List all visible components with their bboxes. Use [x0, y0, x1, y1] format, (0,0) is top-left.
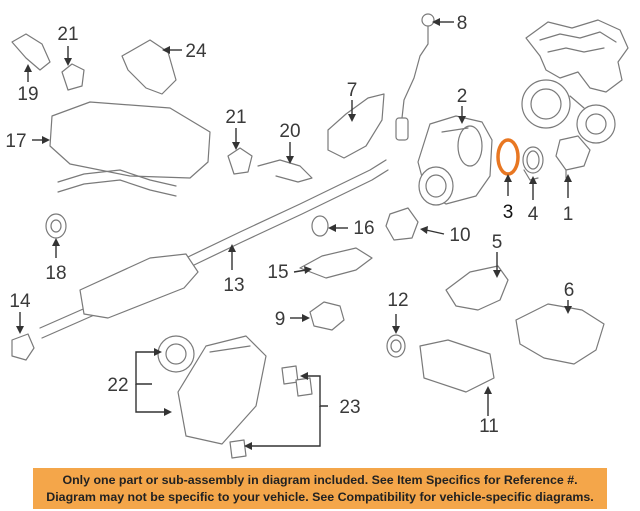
muffler-hanger-drawing: [257, 159, 313, 183]
callout-11: 11: [479, 416, 499, 437]
disclaimer-line-1: Only one part or sub-assembly in diagram…: [62, 473, 578, 487]
callout-8: 8: [457, 13, 468, 34]
insulator-mid-drawing: [227, 147, 253, 175]
pipe-section-drawing: [419, 339, 495, 393]
callout-22: 22: [107, 375, 128, 396]
leader-lines: [16, 18, 572, 450]
callout-4: 4: [528, 204, 539, 225]
insulator-top-drawing: [61, 63, 85, 91]
disclaimer-banner: Only one part or sub-assembly in diagram…: [33, 468, 607, 509]
converter-housing-drawing: [417, 115, 493, 206]
callout-17: 17: [5, 131, 26, 152]
mounting-bracket-drawing: [327, 93, 385, 159]
hanger-bracket-drawing: [11, 33, 51, 71]
flange-gasket-drawing: [385, 207, 419, 241]
callout-7: 7: [347, 80, 358, 101]
pipe-bracket-drawing: [299, 247, 373, 279]
tailpipe-drawing: [121, 39, 177, 95]
rubber-hanger-drawing: [45, 213, 67, 239]
callout-24: 24: [185, 41, 207, 62]
callout-6: 6: [564, 280, 575, 301]
callout-21-mid: 21: [225, 107, 246, 128]
callout-15: 15: [267, 262, 288, 283]
callout-3: 3: [503, 202, 514, 223]
callout-20: 20: [279, 121, 300, 142]
turbocharger-drawing: [521, 19, 629, 179]
oxygen-sensor-drawing: [395, 13, 435, 141]
callout-16: 16: [353, 218, 374, 239]
rubber-mount-drawing: [386, 334, 406, 358]
callout-14: 14: [9, 291, 31, 312]
intermediate-pipe-drawing: [39, 159, 389, 339]
callout-2: 2: [457, 86, 468, 107]
callout-5: 5: [492, 232, 503, 253]
pipe-gasket-drawing: [11, 333, 35, 361]
callout-19: 19: [17, 84, 38, 105]
callout-12: 12: [387, 290, 408, 311]
disclaimer-line-2: Diagram may not be specific to your vehi…: [46, 490, 594, 504]
heat-shield-drawing: [515, 303, 605, 365]
callout-21-top: 21: [57, 24, 78, 45]
callout-9: 9: [275, 309, 286, 330]
clamp-drawing: [522, 146, 544, 181]
bolts-drawing: [229, 365, 313, 459]
callout-13: 13: [223, 275, 244, 296]
small-gasket-drawing: [311, 215, 329, 237]
heat-shield-bracket-drawing: [445, 265, 509, 311]
exhaust-flange-drawing: [309, 301, 345, 331]
callout-23: 23: [339, 397, 360, 418]
actuator-drawing: [157, 335, 267, 445]
gasket-ring-highlighted: [496, 138, 520, 176]
rear-muffler-drawing: [49, 101, 211, 197]
callout-1: 1: [563, 204, 574, 225]
callout-18: 18: [45, 263, 66, 284]
callout-10: 10: [449, 225, 470, 246]
